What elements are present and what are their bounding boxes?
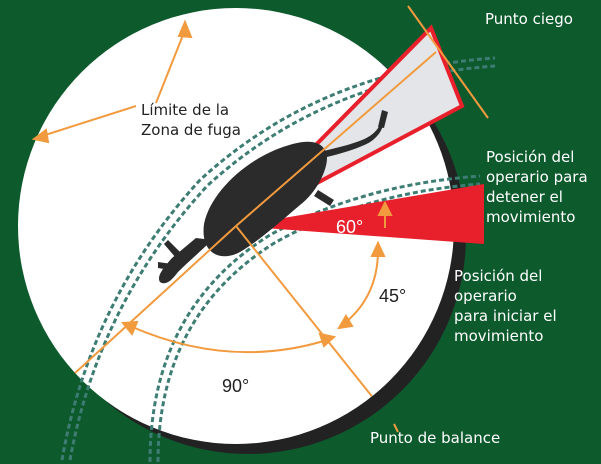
start-position-label-line2: operario — [454, 287, 517, 305]
arc-90-arrowhead-left — [121, 320, 139, 336]
balance-tick — [393, 423, 399, 433]
balance-line — [235, 225, 395, 425]
balance-point-label: Punto de balance — [370, 429, 500, 447]
blind-spot-label: Punto ciego — [485, 10, 573, 28]
angle-45-label: 45° — [379, 286, 406, 306]
flight-zone-label-line1: Límite de la — [141, 101, 229, 119]
orange-lines — [51, 225, 395, 425]
arrow-head-left — [31, 128, 50, 144]
stop-position-wedge — [236, 184, 484, 244]
angle-90-label: 90° — [222, 376, 249, 396]
orange-lines-outside — [235, 5, 489, 433]
start-position-label-line4: movimiento — [454, 327, 543, 345]
arc-90-arrowhead-right — [318, 332, 337, 348]
flight-zone-arrows — [31, 19, 193, 144]
arc-45-arrowhead-top — [370, 240, 386, 257]
stop-position-label-line3: detener el — [486, 188, 563, 206]
axis-line — [51, 225, 237, 395]
start-position-label-line1: Posición del — [454, 267, 542, 285]
stop-position-label-line4: movimiento — [486, 208, 575, 226]
flight-zone-label-line2: Zona de fuga — [141, 121, 241, 139]
stop-position-label-line1: Posición del — [486, 148, 574, 166]
stop-position-label-line2: operario para — [486, 168, 588, 186]
outer-track-arc-2 — [68, 64, 496, 461]
start-position-label-line3: para iniciar el — [454, 307, 557, 325]
arrow-head-up — [177, 19, 193, 39]
wedge-arrow — [377, 200, 393, 228]
blind-spot-bar — [407, 5, 489, 119]
inner-track-arc-1 — [148, 174, 481, 463]
arc-45-arrowhead-bottom — [337, 314, 354, 330]
angle-60-label: 60° — [336, 217, 363, 237]
arc-90 — [121, 320, 337, 354]
axis-line-forward — [235, 51, 437, 227]
inner-track-arc-2 — [156, 182, 481, 463]
arc-45 — [337, 240, 386, 330]
